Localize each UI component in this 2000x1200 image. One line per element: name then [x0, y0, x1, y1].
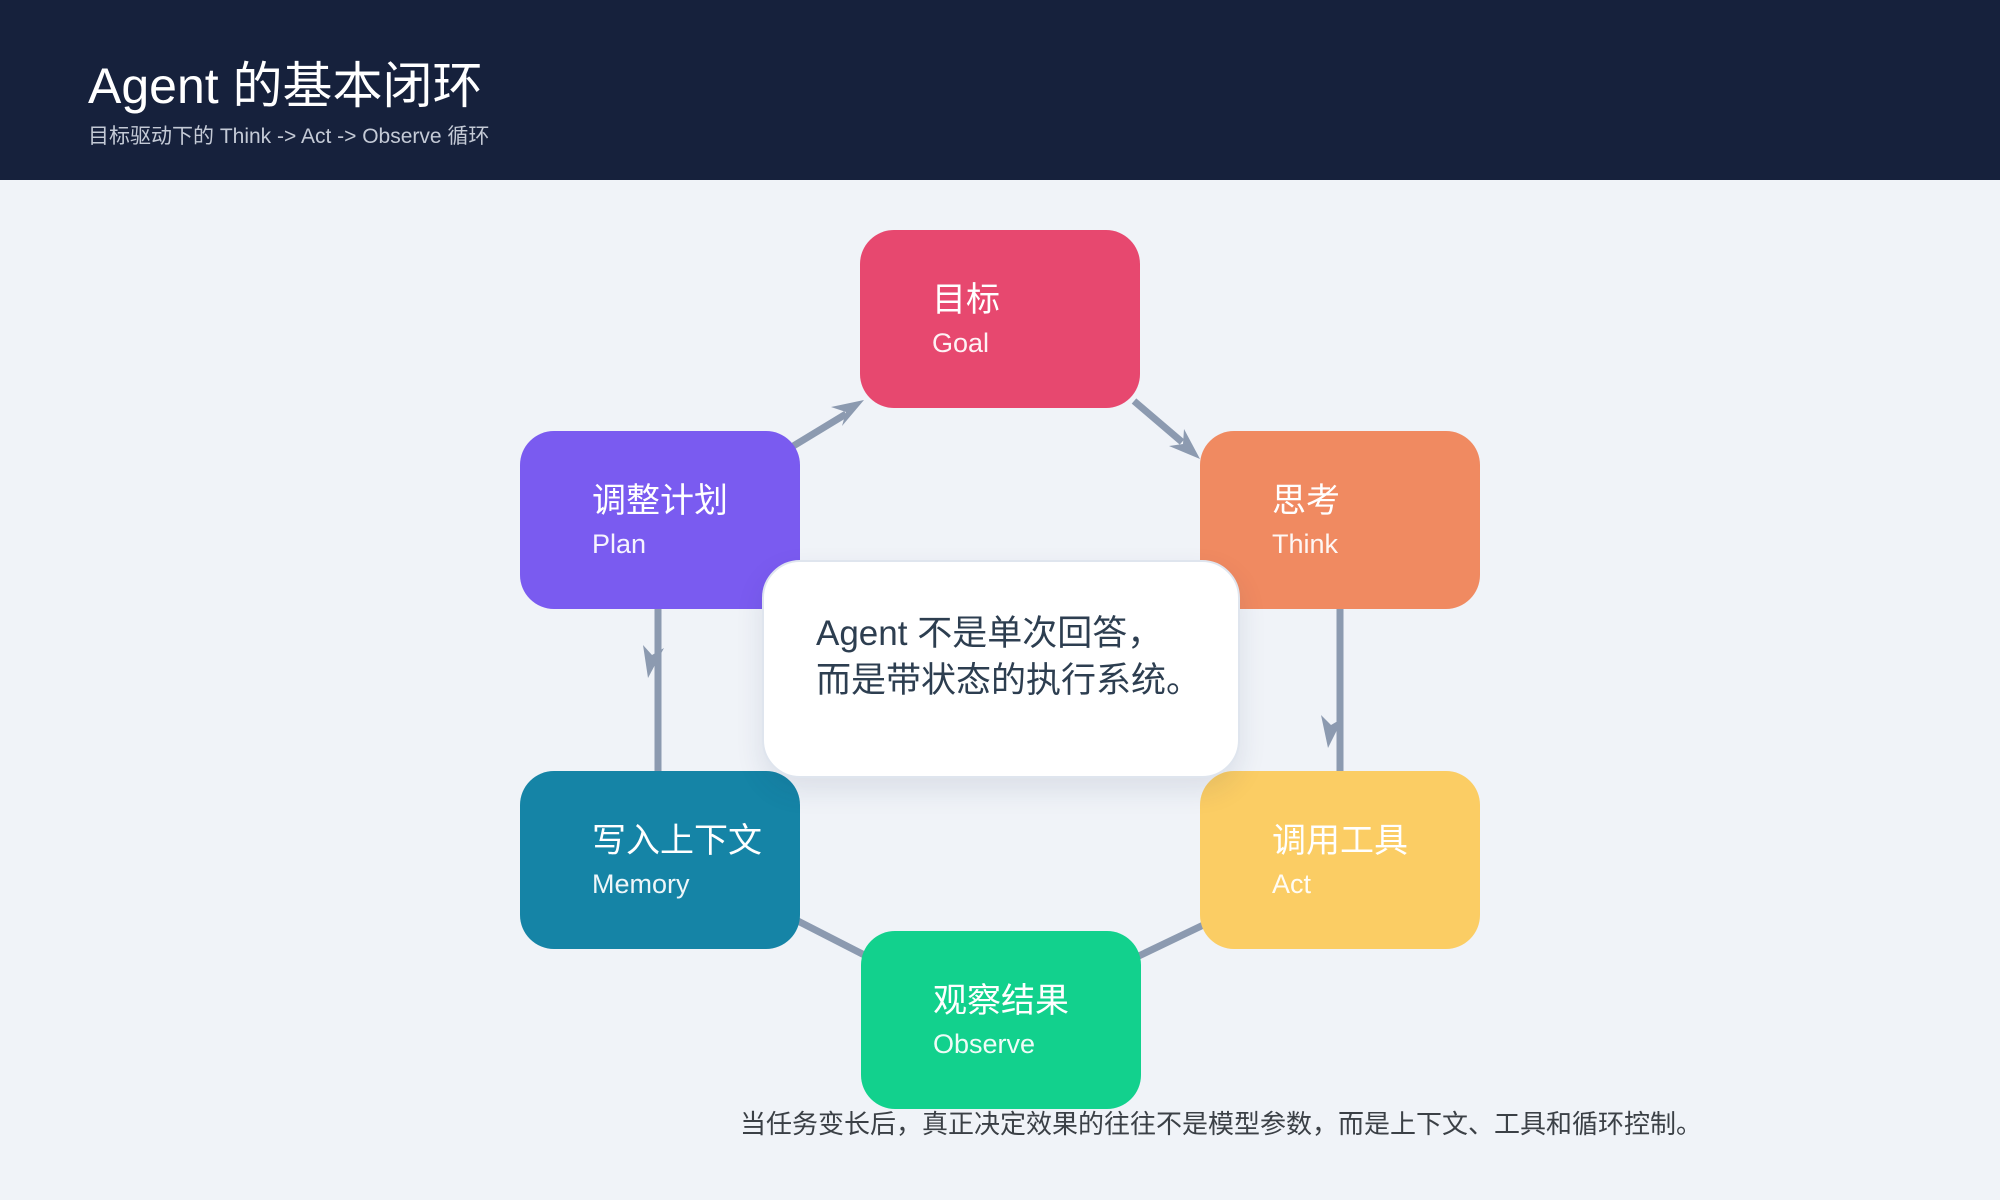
center-note-line1: Agent 不是单次回答，: [816, 614, 1163, 653]
node-memory-sublabel: Memory: [592, 868, 690, 899]
connector-plan-to-goal: [788, 411, 848, 451]
node-observe: 观察结果 Observe: [861, 931, 1141, 1109]
node-think-label: 思考: [1272, 481, 1340, 520]
node-goal-label: 目标: [932, 280, 1000, 319]
node-think: 思考 Think: [1200, 431, 1480, 609]
node-observe-sublabel: Observe: [933, 1028, 1036, 1059]
header-bar: Agent 的基本闭环 目标驱动下的 Think -> Act -> Obser…: [0, 0, 2000, 180]
connector-goal-to-think: [1131, 398, 1185, 445]
center-note-line2: 而是带状态的执行系统。: [816, 661, 1202, 700]
page-subtitle: 目标驱动下的 Think -> Act -> Observe 循环: [88, 125, 490, 148]
footer-caption: 当任务变长后，真正决定效果的往往不是模型参数，而是上下文、工具和循环控制。: [740, 1109, 1703, 1139]
arrowhead-into-think-icon: [1169, 429, 1200, 459]
node-think-sublabel: Think: [1272, 528, 1339, 559]
arrowhead-into-goal-icon: [831, 400, 864, 426]
page-title: Agent 的基本闭环: [88, 58, 483, 114]
node-act: 调用工具 Act: [1200, 771, 1480, 949]
node-goal: 目标 Goal: [860, 230, 1140, 408]
arrowhead-into-act-icon: [1321, 715, 1343, 748]
node-act-sublabel: Act: [1272, 868, 1312, 899]
center-note: Agent 不是单次回答， 而是带状态的执行系统。: [762, 560, 1240, 778]
node-observe-label: 观察结果: [933, 981, 1069, 1020]
node-act-label: 调用工具: [1272, 821, 1408, 860]
node-memory: 写入上下文 Memory: [520, 771, 800, 949]
node-plan-label: 调整计划: [592, 481, 728, 520]
node-memory-label: 写入上下文: [592, 821, 762, 860]
node-goal-sublabel: Goal: [932, 327, 990, 358]
node-plan: 调整计划 Plan: [520, 431, 800, 609]
arrowhead-left-loop-icon: [643, 645, 664, 678]
node-plan-sublabel: Plan: [592, 528, 647, 559]
